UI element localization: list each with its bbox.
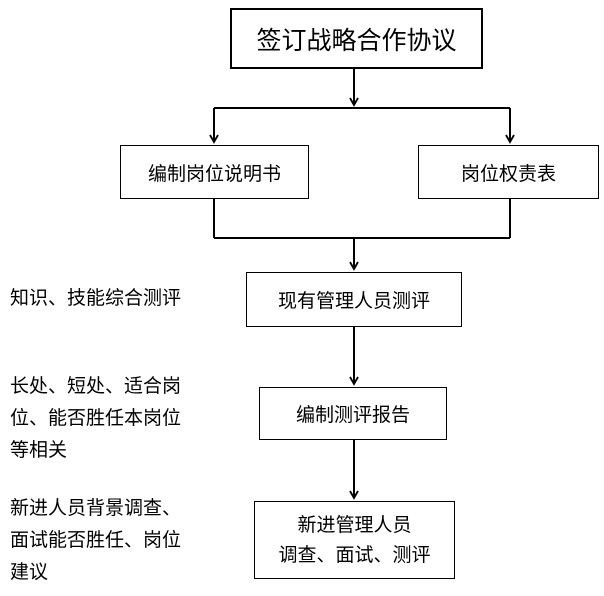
node-responsibility-table-label: 岗位权责表 xyxy=(460,162,556,185)
note-new-staff: 新进人员背景调查、 面试能否胜任、岗位 建议 xyxy=(10,497,182,583)
node-job-description-label: 编制岗位说明书 xyxy=(147,162,281,185)
node-assessment-report-label: 编制测评报告 xyxy=(295,404,410,426)
node-agreement: 签订战略合作协议 xyxy=(230,8,483,69)
node-assessment-report: 编制测评报告 xyxy=(259,387,447,440)
node-agreement-label: 签订战略合作协议 xyxy=(256,25,457,55)
node-staff-assessment-label: 现有管理人员测评 xyxy=(277,290,430,312)
node-staff-assessment: 现有管理人员测评 xyxy=(246,272,462,327)
node-job-description: 编制岗位说明书 xyxy=(120,145,309,199)
node-new-staff-label: 新进管理人员 调查、面试、测评 xyxy=(278,514,431,566)
note-assessment-report: 长处、短处、适合岗 位、能否胜任本岗位 等相关 xyxy=(10,375,182,461)
node-responsibility-table: 岗位权责表 xyxy=(418,145,599,199)
note-staff-assessment: 知识、技能综合测评 xyxy=(10,287,182,309)
node-new-staff: 新进管理人员 调查、面试、测评 xyxy=(254,501,455,579)
